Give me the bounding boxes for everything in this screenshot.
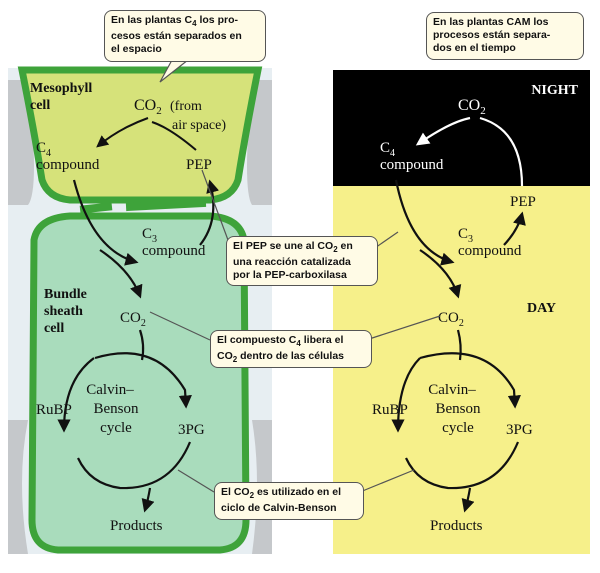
cam-c3-label: C3 [458,226,473,245]
c4-products-arrow [141,487,155,513]
bundle-label-1: Bundle [44,287,87,302]
c4-cycle-arc-bottom [77,441,192,490]
cam-pep-label: PEP [510,194,536,210]
c4-co2-fixation-arrow [96,117,149,148]
cam-calvin-label-2: Benson [436,401,482,417]
c4-cycle-arc-top [94,352,192,409]
night-label: NIGHT [531,83,578,98]
c4-cycle-arc-left [57,357,95,433]
cam-3pg-label: 3PG [506,422,533,438]
bundle-label-3: cell [44,321,64,336]
c4-co2-inner-label: CO2 [120,310,146,329]
c4-co2-to-cycle-line [138,329,145,361]
day-label: DAY [527,301,556,316]
cam-panel: NIGHT DAY CO2 C4 compound PEP C3 compoun… [333,70,590,554]
bundle-label-2: sheath [44,304,83,319]
cam-products-label: Products [430,518,483,534]
pep-pointer-c4 [201,169,229,241]
c3-compound-label: C3 [142,226,157,245]
c4-calvin-label-3: cycle [100,420,132,436]
cam-c4-label: C4 [380,140,395,159]
bundle-sheath-cell [28,212,250,554]
cam-c4-word: compound [380,157,444,173]
c4-rubp-label: RuBP [36,402,72,418]
c4-co2-release-arrow [99,249,143,299]
night-region [333,70,590,186]
plasmodesma-left [79,202,113,214]
co2-from-label-1: (from [170,99,202,114]
cam-calvin-label-3: cycle [442,420,474,436]
c4-compound-word: compound [36,157,100,173]
cam-cycle-arc-left [391,357,421,433]
c4-to-c3-arrow [72,179,139,266]
cam-co2-fixation-arrow [415,116,471,146]
calvin-pointer-c4 [177,469,215,493]
cam-products-arrow [461,487,475,513]
cam-c4-to-c3-arrow [394,179,455,266]
co2-source-label: CO2 [134,97,162,117]
cam-cycle-arc-bottom [405,441,520,490]
cam-cycle-arc-top [419,352,521,409]
cam-co2-to-cycle-line [456,329,462,361]
c4-pep-feed-line [151,121,197,151]
c4-panel: Mesophyll cell CO2 (from air space) C4 c… [8,66,272,554]
plasmodesma-right [125,198,207,212]
mesophyll-label-1: Mesophyll [30,81,92,96]
release-pointer-c4 [149,311,211,341]
cam-co2-release-arrow [419,249,462,299]
c3-compound-word: compound [142,243,206,259]
c4-space-note: En las plantas C4 los pro- cesos están s… [104,10,266,62]
c4-calvin-label-1: Calvin– [86,382,134,398]
co2-from-label-2: air space) [172,118,226,133]
mesophyll-cell [17,66,263,204]
calvin-pointer-cam [359,469,415,493]
release-pointer-cam [365,315,441,341]
pep-label: PEP [186,157,212,173]
cam-rubp-label: RuBP [372,402,408,418]
pep-binding-note: El PEP se une al CO2 en una reacción cat… [226,236,378,286]
callout-pointers [149,59,441,493]
c4-3pg-label: 3PG [178,422,205,438]
cam-c3-word: compound [458,243,522,259]
calvin-usage-note: El CO2 es utilizado en el ciclo de Calvi… [214,482,364,520]
cam-time-note: En las plantas CAM los procesos están se… [426,12,584,60]
cam-calvin-label-1: Calvin– [428,382,476,398]
c4-compound-label: C4 [36,140,51,159]
c4-products-label: Products [110,518,163,534]
cam-pep-feed-line [479,116,524,187]
cam-c3-to-pep-arrow [503,211,526,246]
mesophyll-label-2: cell [30,98,50,113]
cam-co2-inner-label: CO2 [438,310,464,329]
c4-release-note: El compuesto C4 libera el CO2 dentro de … [210,330,372,368]
cam-co2-top-label: CO2 [458,97,486,117]
c4-calvin-label-2: Benson [94,401,140,417]
c3-to-pep-arrow [199,179,220,246]
left-wall-bottom [8,420,28,554]
